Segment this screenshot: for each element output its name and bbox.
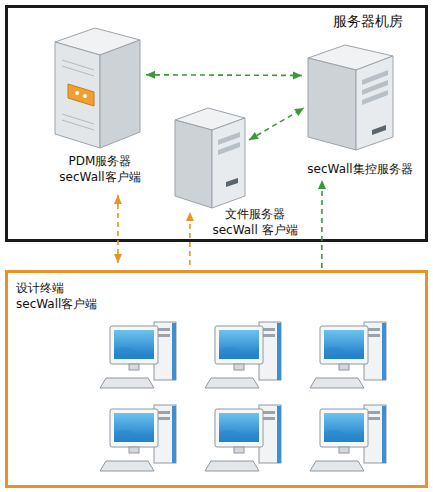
pdm-server-icon bbox=[55, 28, 140, 148]
arrow-head bbox=[318, 180, 326, 189]
file-server-icon bbox=[175, 108, 245, 208]
dashed-connector bbox=[114, 195, 122, 263]
room-title: 服务器机房 bbox=[333, 13, 423, 29]
server-label: secWall集控服务器 bbox=[292, 161, 428, 177]
connector-line bbox=[146, 74, 302, 76]
design-terminal-zone: 设计终端 secWall客户端 bbox=[5, 270, 428, 488]
arrow-head bbox=[293, 71, 302, 79]
connector-line bbox=[249, 108, 304, 140]
computer-icon bbox=[100, 322, 176, 388]
dashed-connector bbox=[318, 180, 326, 268]
server-room-frame: 服务器机房PDM服务器 secWall客户端文件服务器 secWall 客户端s… bbox=[5, 5, 428, 242]
arrow-head bbox=[114, 254, 122, 263]
dashed-connector bbox=[249, 108, 304, 140]
file-server: 文件服务器 secWall 客户端 bbox=[175, 108, 245, 208]
arrow-head bbox=[146, 71, 155, 79]
computer-icon bbox=[205, 405, 281, 471]
connector-line bbox=[321, 180, 323, 268]
terminal-computers bbox=[100, 322, 386, 471]
arrow-head bbox=[114, 195, 122, 204]
pdm-server: PDM服务器 secWall客户端 bbox=[55, 28, 140, 148]
computer-icon bbox=[100, 405, 176, 471]
computer-icon bbox=[310, 322, 386, 388]
dashed-connector bbox=[186, 212, 194, 265]
control-server-icon bbox=[308, 45, 393, 150]
computer-icon bbox=[205, 322, 281, 388]
computer-icon bbox=[310, 405, 386, 471]
control-server: secWall集控服务器 bbox=[308, 45, 393, 150]
arrow-head bbox=[186, 212, 194, 221]
server-label: 文件服务器 secWall 客户端 bbox=[205, 206, 305, 238]
dashed-connector bbox=[146, 71, 302, 80]
zone-title: 设计终端 secWall客户端 bbox=[16, 280, 111, 312]
server-label: PDM服务器 secWall客户端 bbox=[50, 153, 150, 185]
arrow-head bbox=[249, 132, 259, 140]
arrow-head bbox=[294, 108, 304, 116]
connector-line bbox=[117, 195, 119, 263]
connector-line bbox=[189, 212, 191, 265]
